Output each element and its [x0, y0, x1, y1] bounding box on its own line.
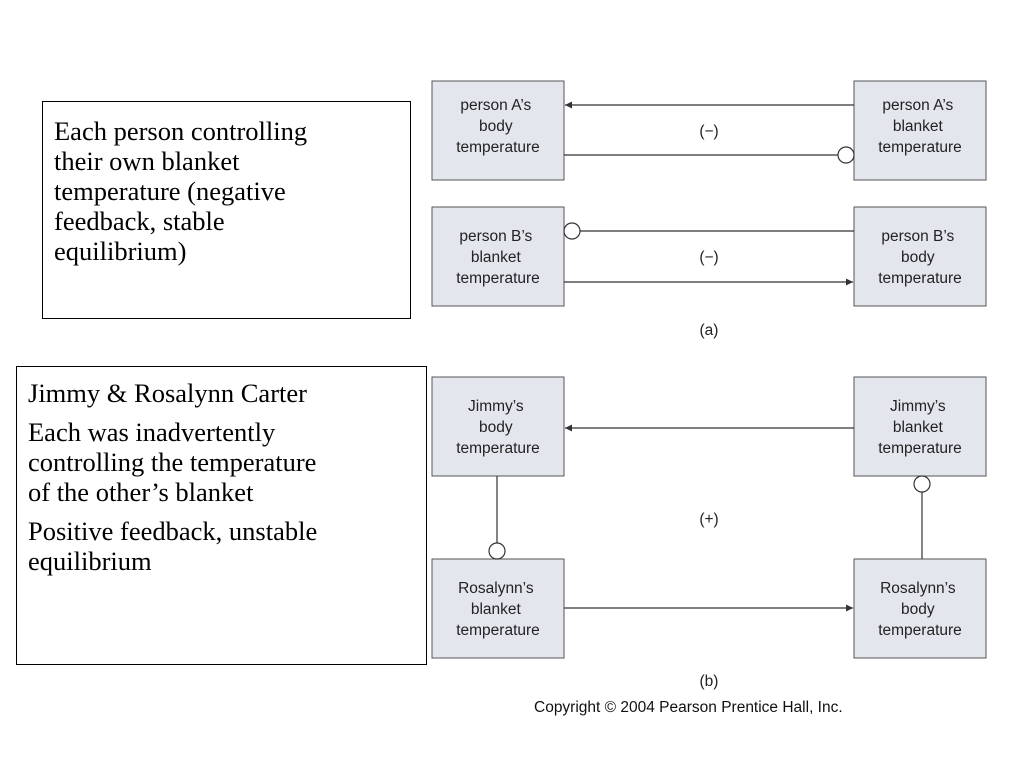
inverse-link-circle-b2 — [913, 475, 931, 493]
box-person-b-body-label: person B’s body temperature — [878, 228, 962, 287]
box-person-a-blanket-temperature — [853, 80, 987, 181]
note-a-line-4: feedback, stable — [54, 206, 225, 236]
panel-label-b: (b) — [700, 673, 719, 690]
box-rosalynn-blanket-label: Rosalynn’s blanket temperature — [456, 580, 540, 639]
note-panel-a: Each person controlling their own blanke… — [42, 101, 411, 319]
inverse-link-circle-a1 — [837, 146, 855, 164]
box-person-b-body-temperature — [853, 206, 987, 307]
loop-a2: person B’s blanket temperature person B’… — [431, 206, 987, 307]
note-b-p3-line-1: Positive feedback, unstable — [28, 516, 318, 546]
box-jimmy-blanket-label: Jimmy’s blanket temperature — [878, 398, 962, 457]
panel-label-a: (a) — [700, 322, 719, 339]
note-panel-b: Jimmy & Rosalynn Carter Each was inadver… — [16, 366, 427, 665]
note-a-line-2: their own blanket — [54, 146, 240, 176]
note-b-p3-line-2: equilibrium — [28, 546, 152, 576]
note-b-conclusion: Positive feedback, unstable equilibrium — [28, 516, 420, 576]
box-person-a-body-label: person A’s body temperature — [456, 97, 540, 156]
box-rosalynn-body-label: Rosalynn’s body temperature — [878, 580, 962, 639]
note-b-p1-line-1: Jimmy & Rosalynn Carter — [28, 378, 307, 408]
note-b-p2-line-1: Each was inadvertently — [28, 417, 276, 447]
note-a-line-5: equilibrium) — [54, 236, 187, 266]
inverse-link-circle-a2 — [563, 222, 581, 240]
box-rosalynn-blanket-temperature — [431, 558, 565, 659]
box-person-b-blanket-temperature — [431, 206, 565, 307]
note-b-p2-line-3: of the other’s blanket — [28, 477, 254, 507]
polarity-label-b: (+) — [699, 511, 718, 528]
inverse-link-circle-b1 — [488, 542, 506, 560]
box-rosalynn-body-temperature — [853, 558, 987, 659]
box-person-a-body-temperature — [431, 80, 565, 181]
note-b-explanation: Each was inadvertently controlling the t… — [28, 417, 420, 507]
polarity-label-a1: (−) — [699, 123, 718, 140]
loop-b: Jimmy’s body temperature Jimmy’s blanket… — [431, 376, 987, 659]
note-a-line-3: temperature (negative — [54, 176, 286, 206]
note-a-line-1: Each person controlling — [54, 116, 308, 146]
box-person-b-blanket-label: person B’s blanket temperature — [456, 228, 540, 287]
note-b-heading: Jimmy & Rosalynn Carter — [28, 378, 420, 408]
loop-a1: person A’s body temperature person A’s b… — [431, 80, 987, 181]
polarity-label-a2: (−) — [699, 249, 718, 266]
note-b-p2-line-2: controlling the temperature — [28, 447, 317, 477]
box-person-a-blanket-label: person A’s blanket temperature — [878, 97, 962, 156]
box-jimmy-blanket-temperature — [853, 376, 987, 477]
box-jimmy-body-label: Jimmy’s body temperature — [456, 398, 540, 457]
box-jimmy-body-temperature — [431, 376, 565, 477]
copyright-notice: Copyright © 2004 Pearson Prentice Hall, … — [534, 699, 843, 716]
